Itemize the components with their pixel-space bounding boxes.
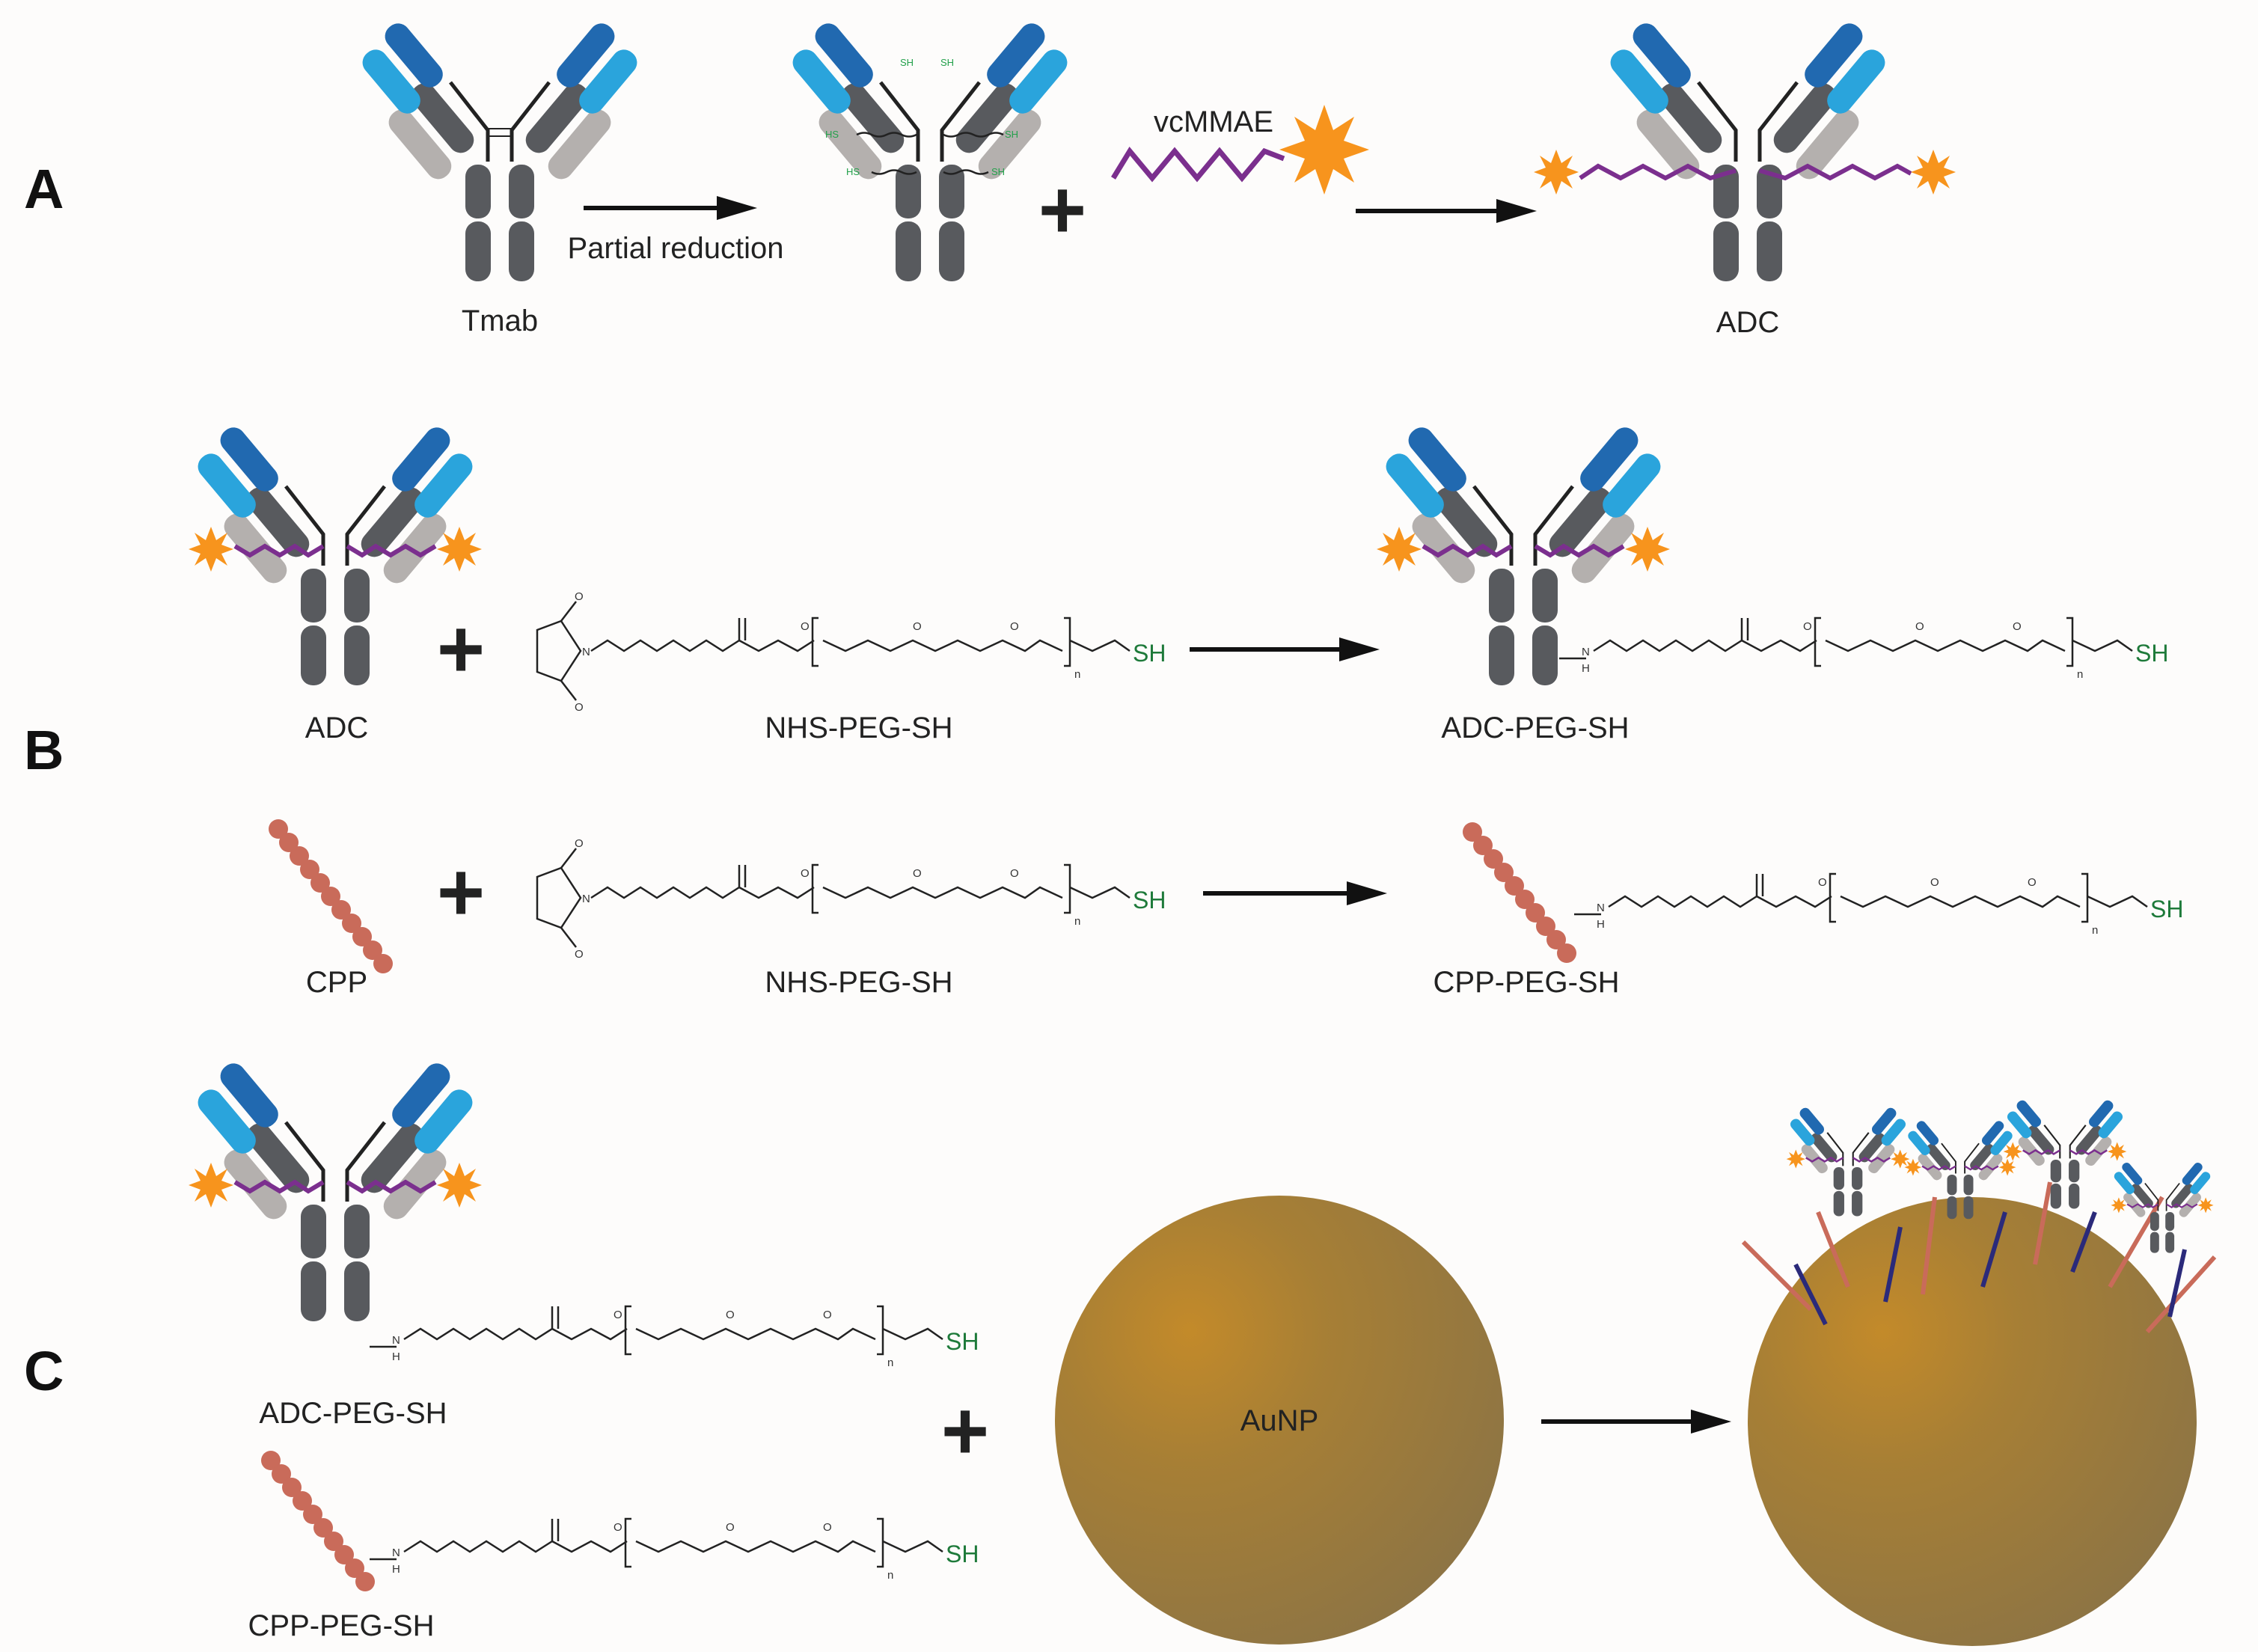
hs-label: HS — [825, 129, 839, 140]
reduction-arrow — [584, 196, 757, 220]
ether-oxygen: O — [726, 1521, 735, 1534]
tmab-antibody — [358, 19, 642, 281]
aunp-sphere — [1055, 1196, 1504, 1645]
thiol-sh-label: SH — [946, 1328, 979, 1355]
ether-oxygen: O — [801, 620, 810, 633]
cpp-peptide — [269, 819, 393, 973]
ether-oxygen: O — [1803, 620, 1812, 633]
peg-arrow-2 — [1203, 881, 1387, 905]
adc-peg-sh-chain: N H O O O n SH — [1559, 617, 2168, 681]
cpp-peg-sh-chain: N H O O O n SH — [1574, 872, 2183, 937]
ether-oxygen: O — [2028, 876, 2037, 889]
nitrogen-atom: N — [582, 893, 590, 905]
repeat-subscript: n — [2077, 668, 2083, 681]
cpp-peg-sh-label-c: CPP-PEG-SH — [248, 1609, 435, 1642]
amide-nh: N — [1597, 902, 1605, 914]
plus-sign: + — [437, 846, 485, 938]
cpp-peg-sh-product — [1463, 822, 1576, 963]
ether-oxygen: O — [2013, 620, 2022, 633]
amide-nh: N — [392, 1334, 400, 1347]
nitrogen-atom: N — [582, 646, 590, 658]
ether-oxygen: O — [1915, 620, 1924, 633]
cpp-peg-sh-label-b: CPP-PEG-SH — [1434, 966, 1620, 999]
carbonyl-oxygen: O — [575, 590, 584, 603]
adc-peg-sh-reagent-chain: N H O O O n SH — [370, 1305, 979, 1369]
repeat-subscript: n — [2092, 924, 2098, 937]
repeat-subscript: n — [887, 1356, 893, 1369]
amide-h: H — [392, 1350, 400, 1363]
thiol-sh-label: SH — [1133, 640, 1166, 667]
vcmmae-label: vcMMAE — [1154, 105, 1273, 138]
panel-label-b: B — [24, 719, 64, 781]
ether-oxygen: O — [823, 1521, 832, 1534]
sh-label: SH — [1005, 129, 1018, 140]
functionalized-aunp — [1741, 1098, 2217, 1646]
repeat-subscript: n — [1074, 668, 1080, 681]
ether-oxygen: O — [726, 1309, 735, 1321]
plus-sign: + — [941, 1385, 989, 1477]
amide-nh: N — [392, 1547, 400, 1559]
adc-peg-sh-label-b: ADC-PEG-SH — [1441, 712, 1629, 744]
adc-peg-sh-reagent — [189, 1059, 482, 1321]
sh-label: SH — [900, 57, 914, 68]
ether-oxygen: O — [614, 1521, 622, 1534]
reduced-antibody: HS HS SH SH SH SH — [788, 19, 1072, 281]
thiol-sh-label: SH — [2135, 640, 2168, 667]
partial-reduction-label: Partial reduction — [567, 232, 783, 265]
panel-label-a: A — [24, 158, 64, 220]
ether-oxygen: O — [1010, 620, 1019, 633]
nhs-peg-sh-label-1: NHS-PEG-SH — [765, 712, 952, 744]
sh-label: SH — [991, 166, 1005, 177]
ether-oxygen: O — [801, 867, 810, 880]
adc-peg-sh-product — [1377, 423, 1670, 685]
repeat-subscript: n — [1074, 915, 1080, 928]
thiol-sh-label: SH — [946, 1541, 979, 1567]
tmab-label: Tmab — [462, 305, 538, 337]
ether-oxygen: O — [614, 1309, 622, 1321]
vcmmae-drug — [1111, 105, 1369, 195]
ether-oxygen: O — [1010, 867, 1019, 880]
plus-sign: + — [437, 603, 485, 695]
nhs-peg-sh-label-2: NHS-PEG-SH — [765, 966, 952, 999]
panel-label-c: C — [24, 1340, 64, 1402]
ether-oxygen: O — [1818, 876, 1827, 889]
adc-antibody-a — [1534, 19, 1956, 281]
cpp-label: CPP — [306, 966, 367, 999]
hs-label: HS — [846, 166, 860, 177]
aunp-label: AuNP — [1240, 1404, 1319, 1437]
cpp-peg-sh-reagent — [261, 1451, 375, 1591]
carbonyl-oxygen: O — [575, 948, 584, 961]
carbonyl-oxygen: O — [575, 701, 584, 714]
repeat-subscript: n — [887, 1569, 893, 1582]
ether-oxygen: O — [1930, 876, 1939, 889]
ether-oxygen: O — [913, 867, 922, 880]
thiol-sh-label: SH — [2150, 896, 2183, 923]
ether-oxygen: O — [823, 1309, 832, 1321]
assembly-arrow — [1541, 1410, 1731, 1434]
carbonyl-oxygen: O — [575, 837, 584, 850]
thiol-sh-label: SH — [1133, 887, 1166, 914]
sh-label: SH — [940, 57, 954, 68]
amide-nh: N — [1582, 646, 1590, 658]
adc-peg-sh-label-c: ADC-PEG-SH — [259, 1397, 447, 1430]
conjugation-arrow — [1356, 199, 1537, 223]
adc-label-a: ADC — [1716, 306, 1779, 339]
nhs-peg-sh-structure: O O N O O O n SH — [536, 590, 1166, 714]
amide-h: H — [392, 1563, 400, 1576]
peg-arrow-1 — [1190, 637, 1380, 661]
nhs-peg-sh-structure: O O N O O O n SH — [536, 837, 1166, 961]
adc-label-b: ADC — [305, 712, 368, 744]
ether-oxygen: O — [913, 620, 922, 633]
plus-sign: + — [1038, 164, 1086, 256]
amide-h: H — [1597, 918, 1605, 931]
cpp-peg-sh-reagent-chain: N H O O O n SH — [370, 1517, 979, 1582]
amide-h: H — [1582, 662, 1590, 675]
